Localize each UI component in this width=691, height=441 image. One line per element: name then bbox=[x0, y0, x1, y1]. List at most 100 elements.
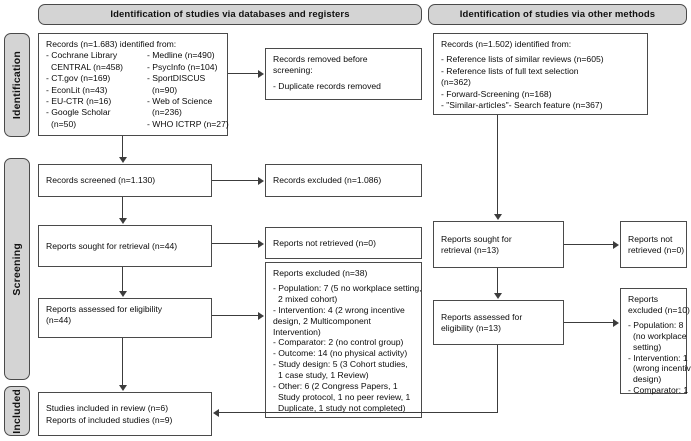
box-reports-not-retrieved: Reports not retrieved (n=0) bbox=[265, 227, 422, 259]
arrowhead-other-assessed-to-excluded bbox=[613, 318, 619, 327]
source-item: CENTRAL (n=458) bbox=[51, 61, 124, 72]
stage-tab-identification: Identification bbox=[4, 33, 30, 137]
column-header-databases: Identification of studies via databases … bbox=[38, 4, 422, 25]
arrowhead-identified-to-screened bbox=[118, 157, 127, 163]
connector-other-sought-to-not-retrieved bbox=[564, 244, 614, 246]
arrowhead-other-sought-to-not-retrieved bbox=[613, 240, 619, 249]
records-removed-title-line1: Records removed before bbox=[273, 54, 368, 64]
studies-included-line2: Reports of included studies (n=9) bbox=[46, 414, 173, 425]
exclusion-reason: - Study design: 5 (3 Cohort studies, bbox=[273, 359, 408, 370]
exclusion-reason: - Intervention: 4 (2 wrong incentive bbox=[273, 304, 405, 315]
arrowhead-assessed-to-included bbox=[118, 385, 127, 391]
stage-tab-identification-label: Identification bbox=[11, 50, 23, 120]
records-identified-col2: - Medline (n=490) - PsycInfo (n=104) - S… bbox=[147, 50, 229, 130]
source-item: - EU-CTR (n=16) bbox=[46, 96, 112, 107]
source-item: - Web of Science bbox=[147, 96, 213, 107]
exclusion-reason: Study protocol, 1 no peer review, 1 bbox=[278, 391, 411, 402]
source-item: - Medline (n=490) bbox=[147, 50, 215, 61]
box-records-identified-other-methods: Records (n=1.502) identified from: - Ref… bbox=[433, 33, 648, 115]
other-reports-not-retrieved-line2: retrieved (n=0) bbox=[628, 245, 685, 255]
column-header-other-methods-label: Identification of studies via other meth… bbox=[459, 9, 656, 20]
connector-screened-to-sought bbox=[122, 197, 124, 219]
arrowhead-screened-to-excluded bbox=[258, 176, 264, 185]
other-exclusion-reason: - Population: 8 bbox=[628, 319, 684, 330]
exclusion-reason: - Other: 6 (2 Congress Papers, 1 bbox=[273, 381, 398, 392]
other-reports-sought-line2: retrieval (n=13) bbox=[441, 245, 500, 255]
other-source-item: - Forward-Screening (n=168) bbox=[441, 88, 552, 99]
other-exclusion-reason: (wrong incentive bbox=[633, 363, 691, 374]
connector-screened-to-excluded bbox=[212, 180, 258, 182]
arrowhead-sought-to-not-retrieved bbox=[258, 239, 264, 248]
exclusion-reason: 1 case study, 1 Review) bbox=[278, 370, 369, 381]
other-source-item: - Reference lists of full text selection bbox=[441, 65, 579, 76]
connector-assessed-to-reports-excluded bbox=[212, 315, 258, 317]
records-removed-title-line2: screening: bbox=[273, 65, 313, 76]
reports-sought-label: Reports sought for retrieval (n=44) bbox=[46, 240, 178, 251]
other-exclusion-reason: - Comparator: 1 bbox=[628, 385, 689, 396]
other-reports-excluded-title-line2: excluded (n=10) bbox=[628, 304, 690, 315]
exclusion-reason: - Comparator: 2 (no control group) bbox=[273, 337, 404, 348]
other-exclusion-reason: - Intervention: 1 bbox=[628, 352, 688, 363]
arrowhead-identified-to-removed bbox=[258, 69, 264, 78]
studies-included-line1: Studies included in review (n=6) bbox=[46, 403, 169, 414]
records-excluded-label: Records excluded (n=1.086) bbox=[273, 175, 382, 186]
connector-other-branch-to-included bbox=[219, 412, 498, 414]
other-reports-sought-line1: Reports sought for bbox=[441, 233, 512, 244]
exclusion-reason: - Outcome: 14 (no physical activity) bbox=[273, 348, 408, 359]
reports-assessed-line2: (n=44) bbox=[46, 315, 72, 326]
arrowhead-other-sought-to-assessed bbox=[493, 293, 502, 299]
source-item: - PsycInfo (n=104) bbox=[147, 61, 218, 72]
exclusion-reason: 2 mixed cohort) bbox=[278, 293, 338, 304]
other-exclusion-reason: design) bbox=[633, 374, 662, 385]
connector-identified-to-screened bbox=[122, 136, 124, 158]
box-reports-assessed-eligibility: Reports assessed for eligibility (n=44) bbox=[38, 298, 212, 338]
box-other-reports-not-retrieved: Reports not retrieved (n=0) bbox=[620, 221, 687, 268]
box-reports-sought-retrieval: Reports sought for retrieval (n=44) bbox=[38, 225, 212, 267]
other-records-identified-title: Records (n=1.502) identified from: bbox=[441, 39, 572, 49]
records-removed-item-duplicates: - Duplicate records removed bbox=[273, 80, 381, 91]
source-item: - SportDISCUS bbox=[147, 73, 206, 84]
arrowhead-other-branch-to-included bbox=[213, 408, 219, 417]
connector-other-identified-to-sought bbox=[497, 115, 499, 215]
connector-sought-to-assessed bbox=[122, 267, 124, 292]
source-item: - Google Scholar bbox=[46, 107, 111, 118]
records-identified-source-lists: - Cochrane Library CENTRAL (n=458) - CT.… bbox=[46, 50, 229, 130]
box-reports-excluded-detail: Reports excluded (n=38) - Population: 7 … bbox=[265, 262, 422, 418]
stage-tab-screening-label: Screening bbox=[11, 242, 23, 296]
records-identified-col1: - Cochrane Library CENTRAL (n=458) - CT.… bbox=[46, 50, 147, 130]
source-item: (n=236) bbox=[152, 107, 182, 118]
stage-tab-included: Included bbox=[4, 386, 30, 436]
arrowhead-screened-to-sought bbox=[118, 218, 127, 224]
source-item: - Cochrane Library bbox=[46, 50, 118, 61]
exclusion-reason: Duplicate, 1 study not completed) bbox=[278, 402, 406, 413]
arrowhead-assessed-to-reports-excluded bbox=[258, 311, 264, 320]
stage-tab-screening: Screening bbox=[4, 158, 30, 380]
arrowhead-other-identified-to-sought bbox=[493, 214, 502, 220]
other-reports-assessed-line1: Reports assessed for bbox=[441, 311, 523, 322]
source-item: - EconLit (n=43) bbox=[46, 84, 108, 95]
box-records-identified-databases: Records (n=1.683) identified from: - Coc… bbox=[38, 33, 229, 136]
connector-other-assessed-to-excluded bbox=[564, 322, 614, 324]
exclusion-reason: design, 2 Multicomponent bbox=[273, 315, 371, 326]
connector-other-assessed-down-to-included bbox=[497, 345, 499, 413]
other-source-item: (n=362) bbox=[441, 77, 471, 88]
exclusion-reason: - Population: 7 (5 no workplace setting, bbox=[273, 282, 422, 293]
box-records-excluded: Records excluded (n=1.086) bbox=[265, 164, 422, 197]
box-studies-included: Studies included in review (n=6) Reports… bbox=[38, 392, 212, 436]
source-item: (n=50) bbox=[51, 118, 77, 129]
arrowhead-sought-to-assessed bbox=[118, 291, 127, 297]
other-source-item: - Reference lists of similar reviews (n=… bbox=[441, 54, 604, 65]
connector-identified-to-removed bbox=[228, 73, 258, 75]
connector-other-sought-to-assessed bbox=[497, 268, 499, 294]
other-exclusion-reason: (no workplace bbox=[633, 330, 687, 341]
other-reports-assessed-line2: eligibility (n=13) bbox=[441, 323, 501, 333]
connector-sought-to-not-retrieved bbox=[212, 243, 258, 245]
box-other-reports-sought-retrieval: Reports sought for retrieval (n=13) bbox=[433, 221, 564, 268]
source-item: - WHO ICTRP (n=27) bbox=[147, 118, 229, 129]
other-source-item: - "Similar-articles"- Search feature (n=… bbox=[441, 100, 603, 111]
records-screened-label: Records screened (n=1.130) bbox=[46, 175, 156, 186]
column-header-other-methods: Identification of studies via other meth… bbox=[428, 4, 687, 25]
column-header-databases-label: Identification of studies via databases … bbox=[110, 9, 350, 20]
box-records-removed-before-screening: Records removed before screening: - Dupl… bbox=[265, 48, 422, 100]
